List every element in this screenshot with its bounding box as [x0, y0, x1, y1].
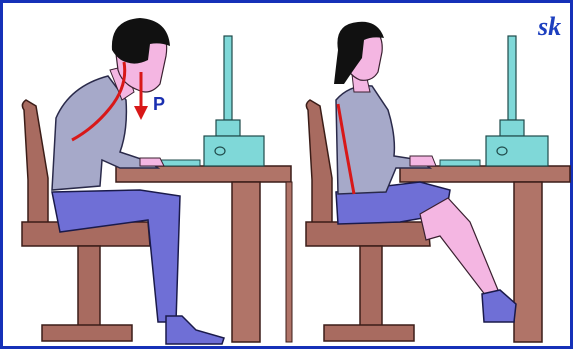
- chair-back-left: [22, 100, 48, 238]
- pants-left: [52, 190, 180, 322]
- keyboard-left: [160, 160, 200, 166]
- monitor-pole-left: [224, 36, 232, 120]
- monitor-base-right: [486, 136, 548, 166]
- hand-left: [140, 158, 164, 166]
- shoe-left: [166, 316, 224, 344]
- desk-leg-left: [232, 182, 260, 342]
- chair-base-left: [42, 325, 132, 341]
- monitor-pole-right: [508, 36, 516, 120]
- chair-back-right: [306, 100, 332, 238]
- keyboard-right: [440, 160, 480, 166]
- monitor-neck-right: [500, 120, 524, 136]
- chair-base-right: [324, 325, 414, 341]
- chair-seat-right: [306, 222, 430, 246]
- force-arrow-head: [134, 106, 148, 120]
- monitor-base-left: [204, 136, 264, 166]
- bad-posture-scene: [22, 18, 292, 344]
- desk-leg-right: [514, 182, 542, 342]
- chair-post-right: [360, 246, 382, 326]
- chair-post-left: [78, 246, 100, 326]
- monitor-neck-left: [216, 120, 240, 136]
- shoe-right: [482, 290, 516, 322]
- good-posture-scene: [306, 22, 570, 342]
- watermark-text: sk: [538, 14, 561, 40]
- legs-right: [420, 198, 498, 296]
- desk-edge-left: [286, 182, 292, 342]
- force-label: P: [153, 95, 165, 113]
- hand-right: [410, 156, 436, 166]
